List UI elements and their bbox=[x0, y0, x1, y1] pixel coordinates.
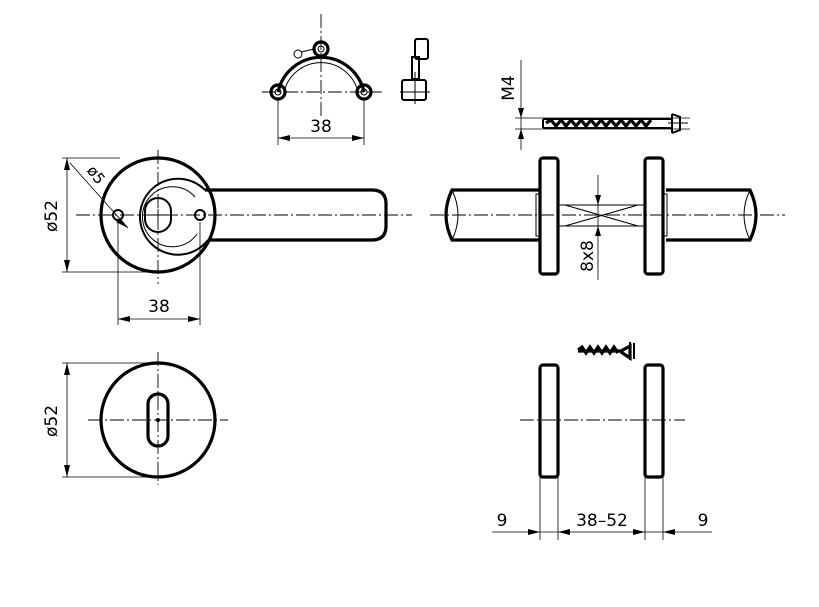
lever-side-view bbox=[430, 156, 785, 280]
rose-thickness-right-label: 9 bbox=[698, 511, 709, 531]
door-thickness-label: 38–52 bbox=[576, 511, 628, 531]
rose-thickness-left-label: 9 bbox=[497, 511, 508, 531]
screw-size-label: M4 bbox=[499, 75, 519, 100]
screw-m4 bbox=[515, 60, 690, 150]
lever-front-view bbox=[62, 150, 412, 325]
rose-diameter-label: ø52 bbox=[42, 200, 62, 232]
spring-clip-side bbox=[400, 38, 430, 104]
rose-mounting-plate bbox=[262, 14, 382, 145]
escutcheon-side-view bbox=[492, 342, 712, 540]
spindle-label: 8x8 bbox=[578, 240, 598, 272]
hole-diameter-label: ø5 bbox=[83, 162, 109, 188]
rose-hole-spacing-label: 38 bbox=[310, 117, 332, 137]
escutcheon-front-view bbox=[62, 352, 228, 485]
lever-hole-spacing-label: 38 bbox=[148, 297, 170, 317]
escutcheon-diameter-label: ø52 bbox=[42, 405, 62, 437]
